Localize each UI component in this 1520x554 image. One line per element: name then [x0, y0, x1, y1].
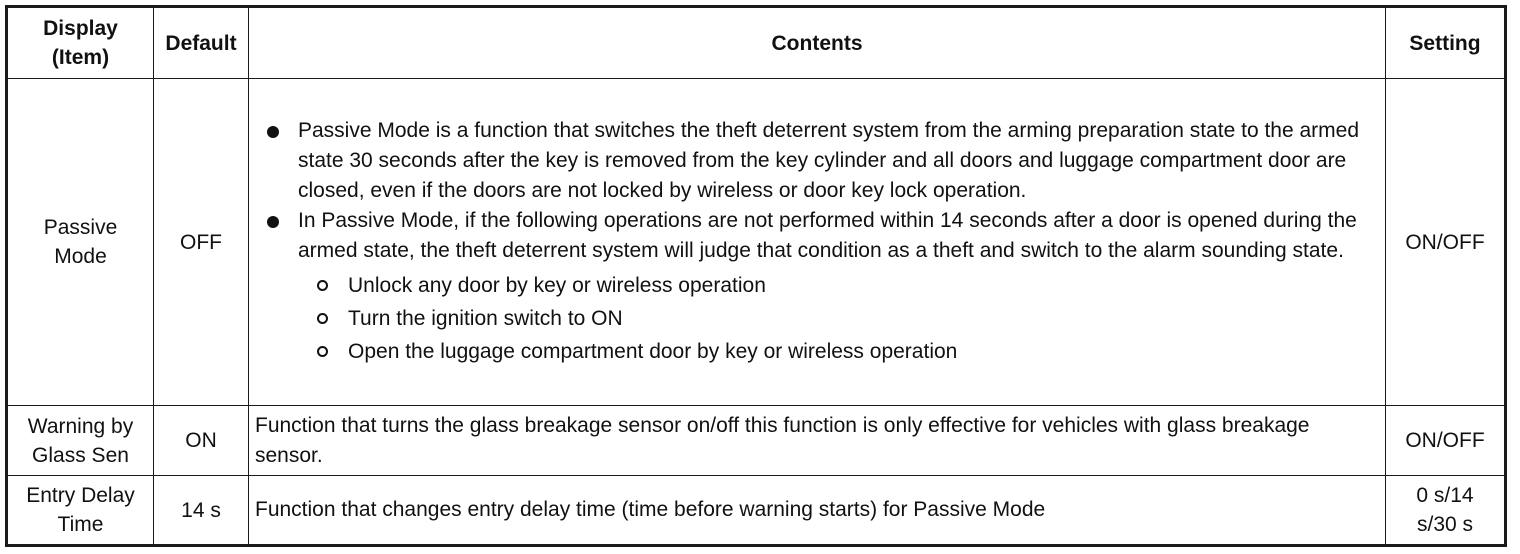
bullet-text: In Passive Mode, if the following operat… — [298, 209, 1357, 262]
default-cell: OFF — [153, 78, 249, 406]
item-line1: Passive — [43, 216, 118, 239]
setting-cell: 0 s/14 s/30 s — [1385, 475, 1506, 546]
setting-cell: ON/OFF — [1385, 405, 1506, 476]
setting-cell: ON/OFF — [1385, 78, 1506, 406]
filled-bullet-icon — [267, 126, 279, 138]
default-cell: 14 s — [153, 475, 249, 546]
sub-bullet-item: Turn the ignition switch to ON — [317, 302, 1377, 335]
hollow-bullet-icon — [317, 313, 328, 324]
sub-bullet-item: Open the luggage compartment door by key… — [317, 335, 1377, 368]
item-cell: Warning by Glass Sen — [6, 405, 154, 476]
table-row-passive-mode: Passive Mode OFF Passive Mode is a funct… — [6, 78, 1506, 406]
sub-bullet-item: Unlock any door by key or wireless opera… — [317, 269, 1377, 302]
header-contents: Contents — [248, 6, 1386, 79]
bullet-text: Passive Mode is a function that switches… — [298, 119, 1360, 202]
bullet-item: Passive Mode is a function that switches… — [267, 116, 1377, 206]
sub-bullet-text: Turn the ignition switch to ON — [348, 307, 623, 330]
bullet-item: In Passive Mode, if the following operat… — [267, 206, 1377, 368]
item-cell: Passive Mode — [6, 78, 154, 406]
header-display-item-line1: Display — [43, 17, 118, 40]
item-line2: Glass Sen — [32, 443, 129, 467]
header-setting: Setting — [1385, 6, 1506, 79]
sub-bullet-list: Unlock any door by key or wireless opera… — [298, 269, 1377, 368]
settings-table: Display (Item) Default Contents Setting … — [5, 5, 1507, 547]
bullet-list: Passive Mode is a function that switches… — [255, 116, 1377, 368]
contents-cell: Function that changes entry delay time (… — [248, 475, 1386, 546]
item-cell: Entry Delay Time — [6, 475, 154, 546]
setting-line1: 0 s/14 — [1416, 484, 1474, 507]
table-row-warning-by-glass-sen: Warning by Glass Sen ON Function that tu… — [6, 405, 1506, 476]
header-display-item: Display (Item) — [6, 6, 154, 79]
header-display-item-line2: (Item) — [51, 46, 110, 69]
table-header-row: Display (Item) Default Contents Setting — [6, 6, 1506, 79]
hollow-bullet-icon — [317, 280, 328, 291]
item-line2: Time — [57, 513, 104, 536]
default-cell: ON — [153, 405, 249, 476]
setting-line2: s/30 s — [1416, 513, 1474, 536]
contents-cell: Function that turns the glass breakage s… — [248, 405, 1386, 476]
table-row-entry-delay-time: Entry Delay Time 14 s Function that chan… — [6, 475, 1506, 546]
hollow-bullet-icon — [317, 346, 328, 357]
filled-bullet-icon — [267, 216, 279, 228]
item-line2: Mode — [54, 245, 107, 268]
item-line1: Entry Delay — [26, 484, 135, 507]
sub-bullet-text: Open the luggage compartment door by key… — [348, 340, 958, 363]
item-line1: Warning by — [27, 414, 134, 438]
sub-bullet-text: Unlock any door by key or wireless opera… — [348, 274, 766, 297]
contents-cell: Passive Mode is a function that switches… — [248, 78, 1386, 406]
header-default: Default — [153, 6, 249, 79]
